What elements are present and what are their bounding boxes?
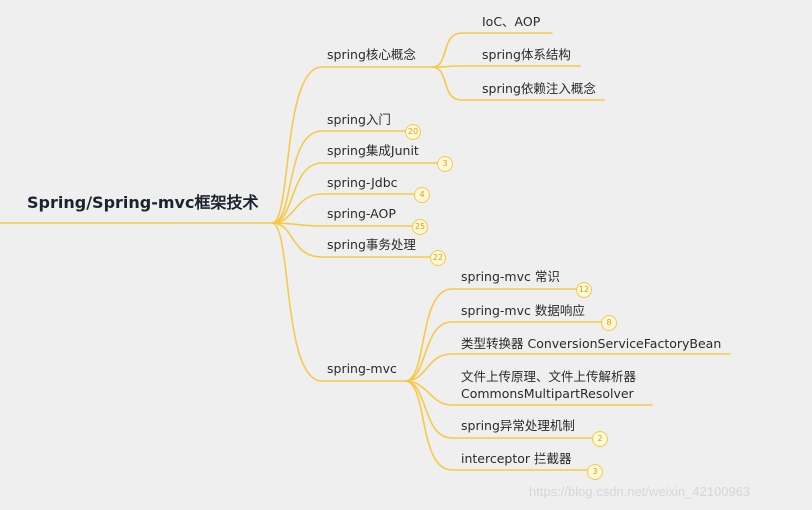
count-badge-interceptor[interactable]: 3 [587, 464, 603, 480]
topic-spring-architecture[interactable]: spring体系结构 [482, 47, 571, 62]
edge-intro [271, 130, 323, 224]
topic-spring-tx[interactable]: spring事务处理 [327, 237, 416, 252]
edge-mvc [271, 222, 323, 382]
topic-file-upload-line1[interactable]: 文件上传原理、文件上传解析器 [461, 369, 637, 384]
topic-spring-di[interactable]: spring依赖注入概念 [482, 81, 596, 96]
count-badge-intro[interactable]: 20 [405, 124, 421, 140]
topic-spring-junit[interactable]: spring集成Junit [327, 143, 419, 158]
root-topic[interactable]: Spring/Spring-mvc框架技术 [27, 193, 259, 212]
edge-core-ioc [431, 32, 463, 68]
edge-tx [271, 222, 323, 258]
topic-spring-mvc[interactable]: spring-mvc [327, 361, 397, 376]
watermark: https://blog.csdn.net/weixin_42100963 [529, 484, 751, 499]
edge-mvc-common [404, 288, 453, 382]
edge-mvc-ex [404, 380, 453, 439]
topic-file-upload-line2[interactable]: CommonsMultipartResolver [461, 386, 634, 401]
edge-jdbc [271, 193, 323, 224]
count-badge-exception[interactable]: 2 [592, 431, 608, 447]
topic-mvc-response[interactable]: spring-mvc 数据响应 [461, 303, 585, 318]
topic-spring-intro[interactable]: spring入门 [327, 112, 391, 127]
count-badge-mvc-response[interactable]: 8 [601, 315, 617, 331]
topic-spring-core[interactable]: spring核心概念 [327, 47, 416, 62]
edge-core [271, 66, 323, 224]
topic-mvc-common[interactable]: spring-mvc 常识 [461, 269, 560, 284]
topic-exception-handling[interactable]: spring异常处理机制 [461, 418, 575, 433]
topic-spring-aop[interactable]: spring-AOP [327, 206, 396, 221]
edge-junit [271, 162, 323, 224]
edge-mvc-int [404, 380, 453, 471]
topic-interceptor[interactable]: interceptor 拦截器 [461, 451, 572, 466]
topic-type-converter[interactable]: 类型转换器 ConversionServiceFactoryBean [461, 336, 722, 351]
count-badge-jdbc[interactable]: 4 [414, 187, 430, 203]
count-badge-aop[interactable]: 25 [412, 219, 428, 235]
topic-spring-jdbc[interactable]: spring-Jdbc [327, 175, 398, 190]
topic-ioc-aop[interactable]: IoC、AOP [482, 14, 541, 29]
edge-core-di [431, 66, 463, 101]
edge-mvc-resp [404, 321, 453, 382]
edge-mvc-conv [404, 353, 453, 382]
count-badge-mvc-common[interactable]: 12 [576, 282, 592, 298]
count-badge-junit[interactable]: 3 [437, 156, 453, 172]
count-badge-tx[interactable]: 22 [430, 250, 446, 266]
